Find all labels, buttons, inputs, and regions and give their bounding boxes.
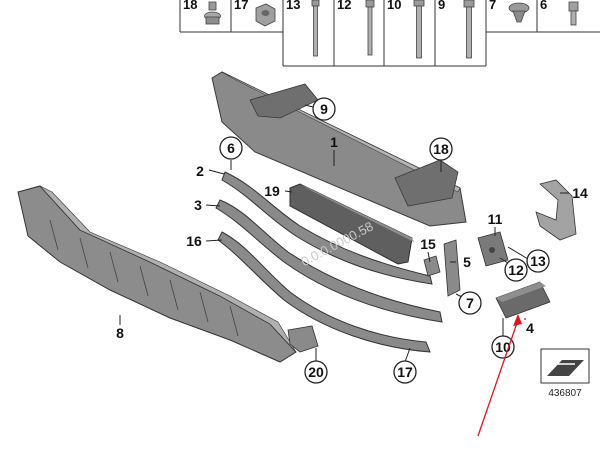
block-4: [495, 281, 551, 319]
callout-20: 20: [308, 364, 324, 380]
header-part-13: 13: [286, 0, 300, 12]
bracket-14: [535, 179, 577, 241]
callout-20-circle: [304, 360, 328, 384]
header-part-9: 9: [438, 0, 445, 12]
rivet-18-icon: [204, 1, 221, 25]
clip-7-icon: [508, 2, 530, 23]
callout-3: 3: [194, 197, 202, 213]
bracket-11: [477, 231, 509, 267]
callout-10-circle: [491, 335, 515, 359]
callout-7: 7: [466, 295, 474, 311]
callout-11: 11: [488, 211, 503, 227]
deformation-element: [17, 185, 297, 363]
callout-7-circle: [458, 291, 482, 315]
callout-18-circle: [429, 137, 453, 161]
clip-20: [287, 325, 319, 353]
bracket-15: [423, 255, 441, 277]
upper-rail: [221, 171, 433, 285]
bolt-10-icon: [413, 0, 425, 59]
callout-4: 4: [526, 320, 534, 336]
diagram-code: 436807: [548, 388, 582, 399]
energy-absorber: [289, 183, 414, 265]
callout-12: 12: [508, 262, 524, 278]
callout-16: 16: [186, 233, 202, 249]
bumper-carrier-beam: [211, 71, 467, 227]
callout-6-circle: [219, 136, 243, 160]
callout-8: 8: [116, 325, 124, 341]
callout-13-circle: [526, 249, 550, 273]
callout-17: 17: [397, 364, 413, 380]
bolt-9-icon: [463, 0, 475, 59]
nut-17-icon: [255, 3, 276, 27]
header-part-18: 18: [183, 0, 197, 12]
bolt-12-icon: [365, 0, 375, 56]
middle-rail: [215, 199, 443, 323]
screw-6-icon: [568, 1, 579, 26]
header-part-6: 6: [540, 0, 547, 12]
callout-15: 15: [420, 236, 436, 252]
callout-12-circle: [504, 258, 528, 282]
lower-rail: [217, 231, 431, 353]
callout-5: 5: [463, 254, 471, 270]
header-part-7: 7: [489, 0, 496, 12]
callout-18: 18: [433, 141, 449, 157]
header-part-12: 12: [337, 0, 351, 12]
diagram-code-box: [540, 348, 590, 384]
bolt-13-icon: [311, 0, 320, 57]
callout-19: 19: [264, 183, 280, 199]
callout-1: 1: [330, 134, 338, 150]
callout-17-circle: [393, 360, 417, 384]
bracket-5: [443, 239, 461, 297]
callout-14: 14: [572, 185, 588, 201]
callout-9-circle: [312, 97, 336, 121]
callout-6: 6: [227, 140, 235, 156]
hardware-header: [179, 0, 600, 67]
callout-2: 2: [196, 163, 204, 179]
callout-13: 13: [530, 253, 546, 269]
red-annotation-arrow: [477, 314, 522, 437]
callout-9: 9: [320, 101, 328, 117]
header-part-10: 10: [387, 0, 401, 12]
header-part-17: 17: [234, 0, 248, 12]
